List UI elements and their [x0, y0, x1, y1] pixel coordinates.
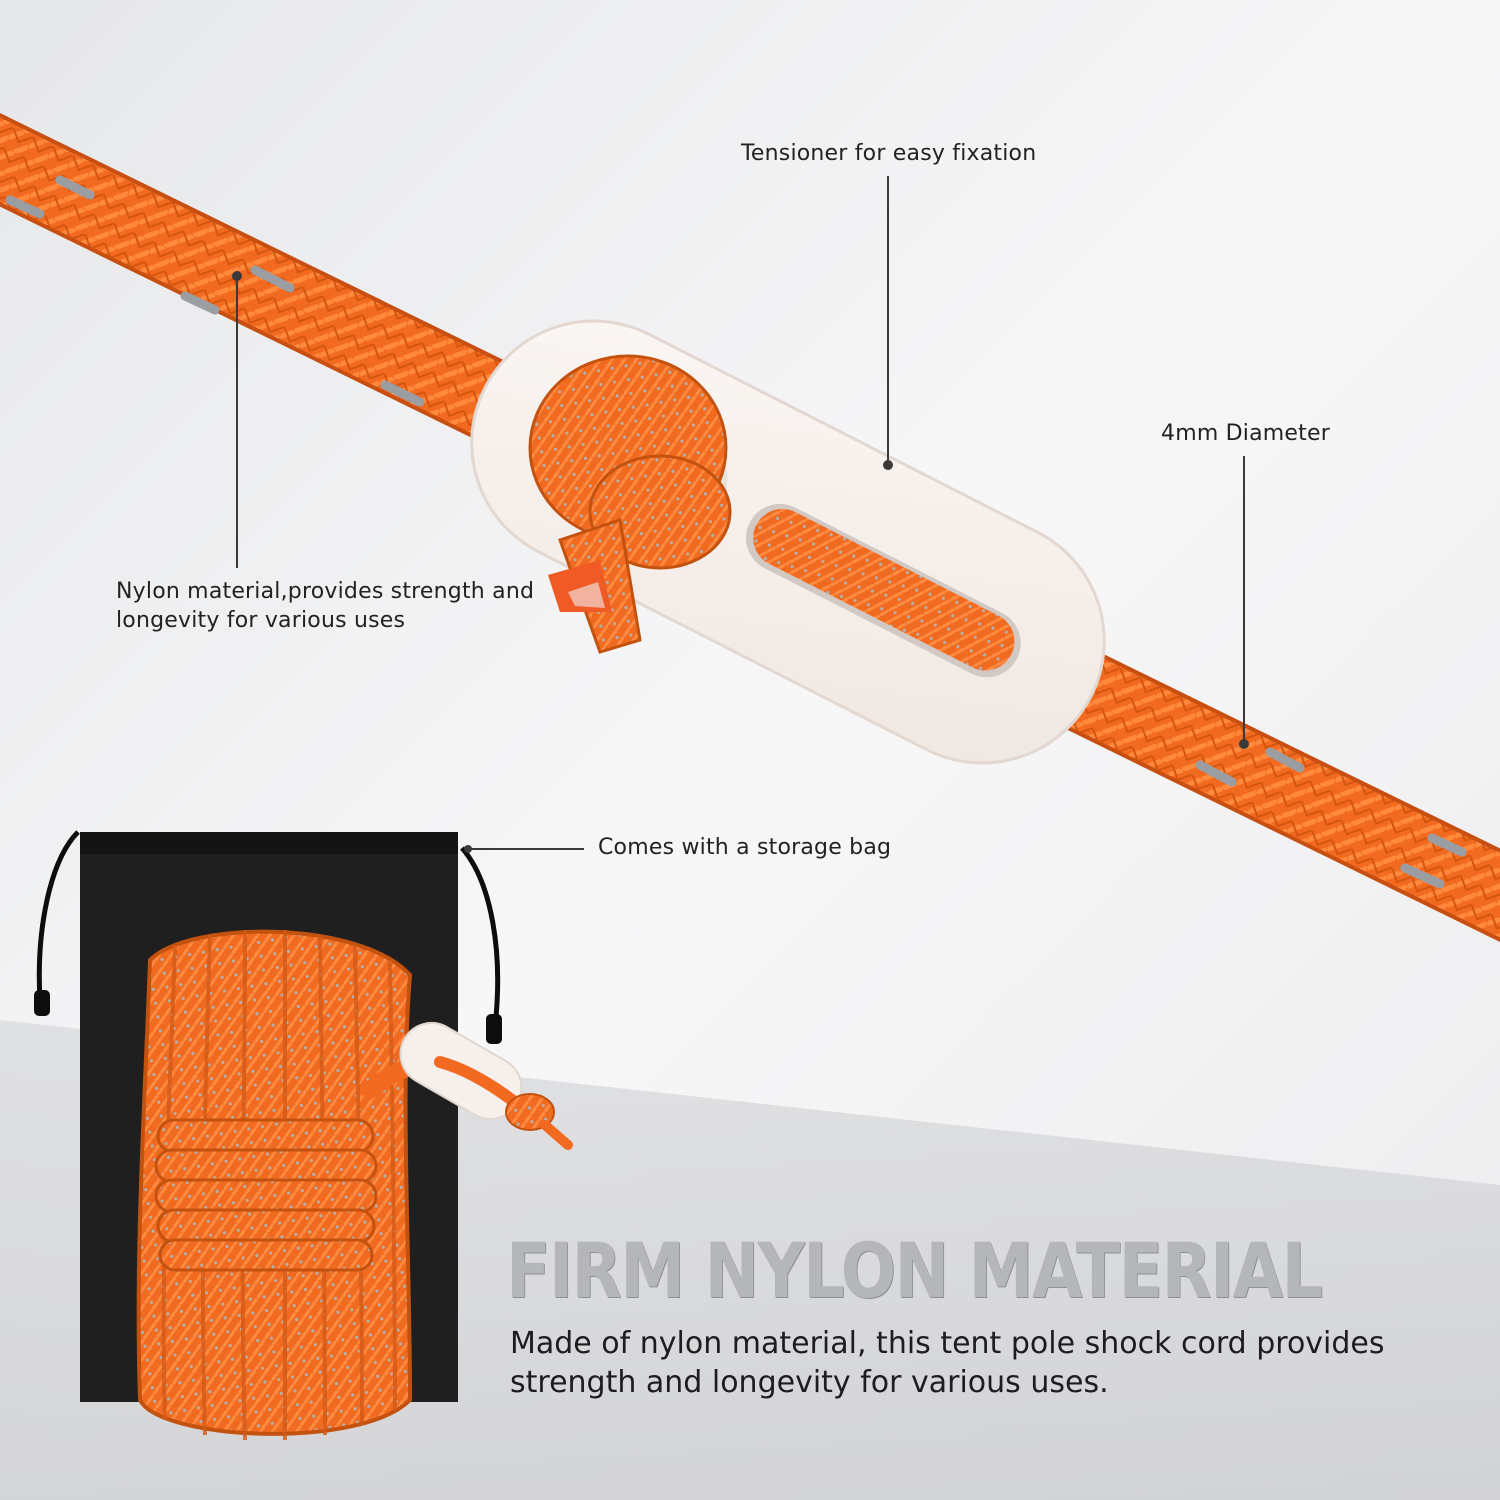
callout-dots	[232, 271, 1249, 853]
callout-storage-bag: Comes with a storage bag	[598, 835, 892, 860]
callout-lines	[236, 176, 1245, 850]
headline: FIRM NYLON MATERIAL	[506, 1226, 1323, 1315]
callout-diameter: 4mm Diameter	[1161, 421, 1330, 446]
description: Made of nylon material, this tent pole s…	[510, 1326, 1385, 1400]
callout-nylon: Nylon material,provides strength and lon…	[116, 579, 535, 633]
rope-coil	[136, 929, 449, 1441]
knot	[528, 354, 732, 654]
reflective-stripes	[5, 175, 1467, 889]
small-tensioner	[399, 1022, 573, 1150]
callout-tensioner: Tensioner for easy fixation	[741, 141, 1037, 166]
